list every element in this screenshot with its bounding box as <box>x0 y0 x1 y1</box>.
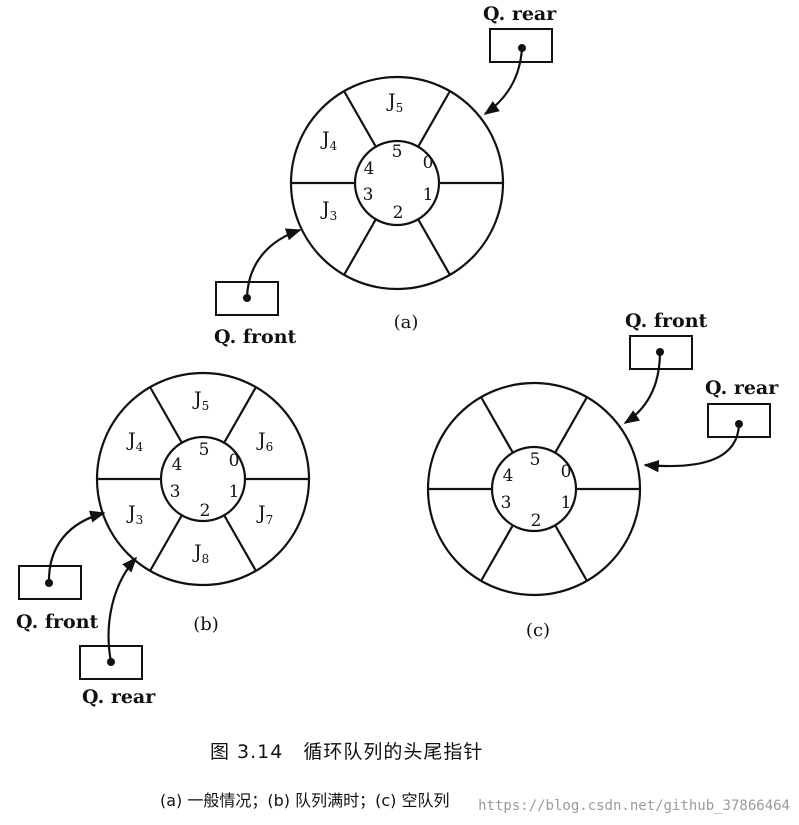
pointer-label-rear: Q. rear <box>705 377 779 399</box>
slot-index: 0 <box>561 462 572 482</box>
slot-index: 3 <box>170 482 181 502</box>
job-label: J4 <box>126 429 144 454</box>
job-label: J6 <box>256 429 273 454</box>
ring-b-divider <box>149 386 183 444</box>
figure-title: 图 3.14 循环队列的头尾指针 <box>210 741 483 763</box>
job-label: J4 <box>320 128 338 153</box>
slot-index: 2 <box>393 203 404 223</box>
slot-index: 3 <box>363 185 374 205</box>
diagram-c: 0 1 2 3 4 5 Q. front Q. rear (c) <box>426 310 779 641</box>
ring-c-divider <box>480 524 514 582</box>
slot-index: 0 <box>229 451 240 471</box>
slot-index: 5 <box>199 440 210 460</box>
figure-legend: (a) 一般情况；(b) 队列满时；(c) 空队列 <box>160 791 449 810</box>
pointer-label-rear: Q. rear <box>483 3 557 25</box>
pointer-label-front: Q. front <box>625 310 708 332</box>
diagram-b: 0 1 2 3 4 5 J5 J6 J7 J8 J3 J4 Q. front Q… <box>16 371 311 708</box>
ring-b-divider <box>149 514 183 572</box>
slot-index: 1 <box>423 185 434 205</box>
ring-b-divider <box>223 386 257 444</box>
slot-index: 5 <box>530 450 541 470</box>
ring-a-divider <box>417 218 451 276</box>
watermark: https://blog.csdn.net/github_37866464 <box>478 798 790 814</box>
ring-b-divider <box>223 514 257 572</box>
diagram-caption: (a) <box>394 312 419 333</box>
pointer-arrow <box>643 423 741 473</box>
slot-index: 4 <box>503 466 514 486</box>
pointer-arrow <box>623 351 662 424</box>
slot-index: 4 <box>364 159 375 179</box>
job-label: J8 <box>192 541 209 566</box>
ring-a-divider <box>343 90 377 148</box>
diagram-caption: (b) <box>193 614 219 635</box>
slot-index: 2 <box>531 511 542 531</box>
pointer-label-rear: Q. rear <box>82 686 156 708</box>
pointer-arrow <box>107 556 138 663</box>
diagram-a: 0 1 2 3 4 5 J5 J4 J3 Q. rear Q. front (a… <box>214 3 557 348</box>
slot-index: 2 <box>200 501 211 521</box>
job-label: J3 <box>126 502 143 527</box>
ring-a-divider <box>417 90 451 148</box>
job-label: J5 <box>192 388 209 413</box>
pointer-arrow <box>483 47 524 115</box>
diagram-caption: (c) <box>526 620 550 641</box>
slot-index: 5 <box>392 142 403 162</box>
pointer-label-front: Q. front <box>16 611 99 633</box>
pointer-arrow <box>47 510 106 584</box>
slot-index: 4 <box>172 455 183 475</box>
slot-index: 1 <box>561 493 572 513</box>
job-label: J3 <box>320 198 337 223</box>
pointer-label-front: Q. front <box>214 326 297 348</box>
ring-a-divider <box>343 218 377 276</box>
job-label: J7 <box>256 502 273 527</box>
ring-c-divider <box>480 396 514 454</box>
slot-index: 3 <box>501 493 512 513</box>
pointer-arrow <box>245 228 302 299</box>
slot-index: 0 <box>423 153 434 173</box>
pointer-box-rear <box>79 645 143 680</box>
ring-c-divider <box>554 524 588 582</box>
ring-c-divider <box>554 396 588 454</box>
job-label: J5 <box>386 90 403 115</box>
slot-index: 1 <box>229 482 240 502</box>
